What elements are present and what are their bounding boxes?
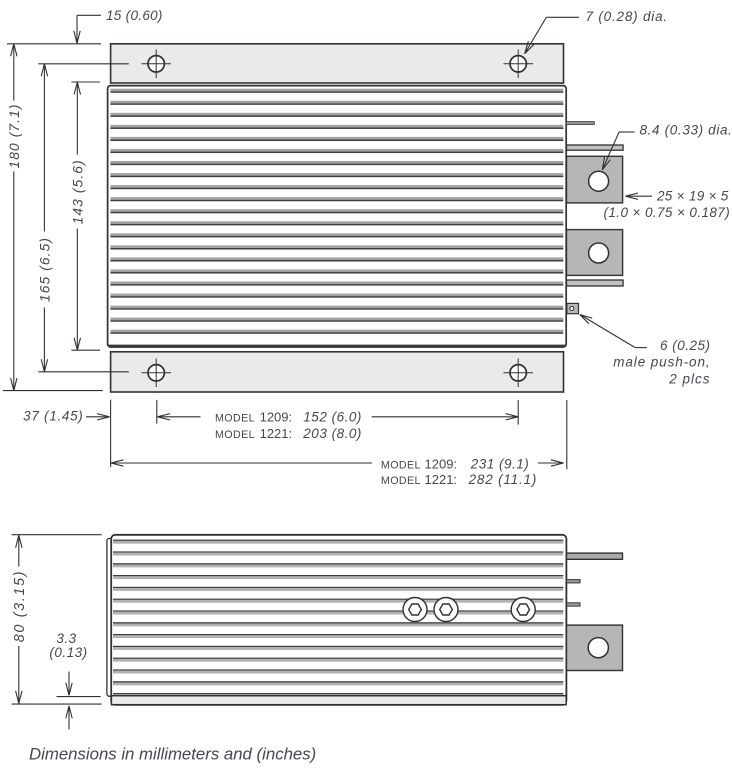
- svg-text:1209:: 1209:: [260, 410, 293, 425]
- svg-text:6 (0.25): 6 (0.25): [660, 338, 711, 353]
- svg-text:(1.0 × 0.75 × 0.187): (1.0 × 0.75 × 0.187): [604, 205, 731, 220]
- svg-text:152 (6.0): 152 (6.0): [303, 410, 362, 425]
- svg-text:282 (11.1): 282 (11.1): [468, 472, 538, 487]
- svg-text:143 (5.6): 143 (5.6): [70, 159, 85, 224]
- svg-text:15 (0.60): 15 (0.60): [106, 8, 163, 23]
- svg-text:3.3: 3.3: [56, 631, 76, 646]
- svg-text:1221:: 1221:: [260, 426, 293, 441]
- svg-text:(0.13): (0.13): [49, 645, 87, 660]
- svg-text:male push-on,: male push-on,: [613, 355, 710, 370]
- svg-text:231 (9.1): 231 (9.1): [470, 456, 530, 471]
- svg-text:203 (8.0): 203 (8.0): [302, 426, 362, 441]
- svg-text:8.4 (0.33) dia.: 8.4 (0.33) dia.: [640, 123, 732, 138]
- svg-text:MODEL: MODEL: [215, 429, 255, 441]
- svg-text:MODEL: MODEL: [381, 459, 421, 471]
- svg-text:Dimensions in millimeters and: Dimensions in millimeters and (inches): [29, 745, 316, 764]
- svg-text:MODEL: MODEL: [381, 475, 421, 487]
- svg-text:165 (6.5): 165 (6.5): [37, 237, 52, 302]
- svg-text:1221:: 1221:: [425, 472, 458, 487]
- svg-text:7 (0.28) dia.: 7 (0.28) dia.: [586, 9, 668, 24]
- svg-text:80 (3.15): 80 (3.15): [12, 570, 28, 643]
- svg-text:180 (7.1): 180 (7.1): [7, 103, 22, 168]
- svg-text:MODEL: MODEL: [215, 413, 255, 425]
- svg-text:25 × 19 × 5: 25 × 19 × 5: [656, 189, 729, 204]
- svg-text:1209:: 1209:: [425, 456, 458, 471]
- svg-text:2 plcs: 2 plcs: [668, 372, 710, 387]
- svg-text:37 (1.45): 37 (1.45): [23, 408, 83, 423]
